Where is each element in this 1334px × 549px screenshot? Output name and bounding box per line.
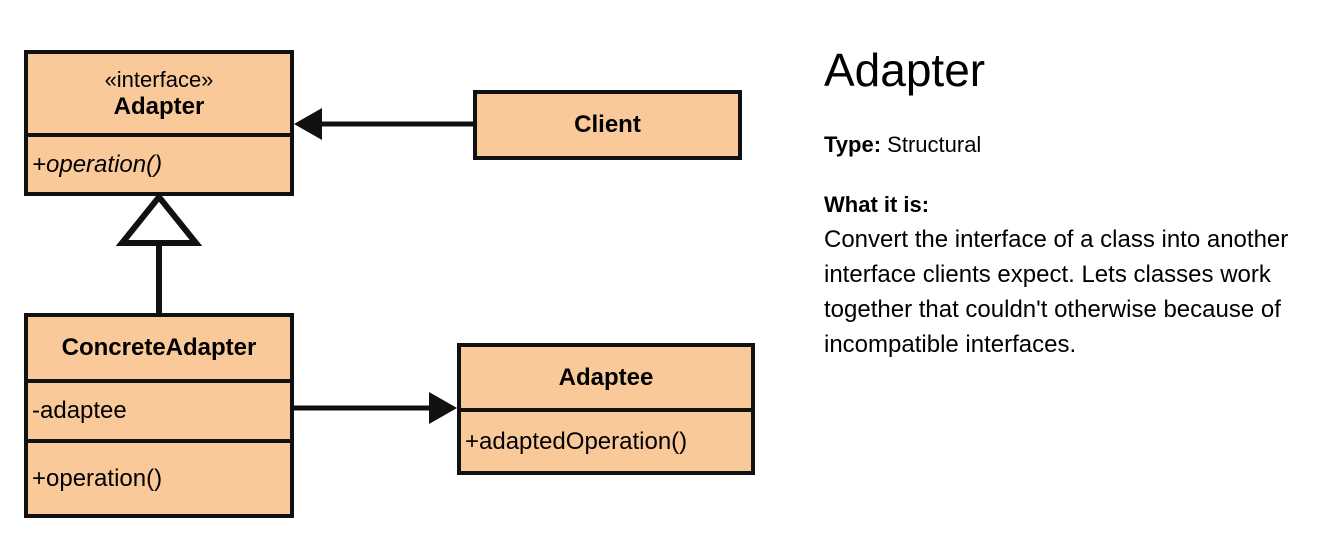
class-header-adapter: «interface» Adapter bbox=[28, 54, 290, 133]
class-header-adaptee: Adaptee bbox=[461, 347, 751, 408]
class-operations-concreteadapter: +operation() bbox=[28, 439, 290, 514]
class-operations-adapter: +operation() bbox=[28, 133, 290, 192]
page-title: Adapter bbox=[824, 44, 986, 96]
class-name: Adaptee bbox=[558, 363, 654, 391]
relation-client-to-adapter bbox=[294, 108, 473, 140]
what-it-is-label: What it is: bbox=[824, 192, 930, 217]
class-name: Adapter bbox=[113, 92, 205, 120]
relation-concreteadapter-to-adapter bbox=[115, 192, 203, 313]
class-name: Client bbox=[574, 111, 641, 138]
pattern-type-value: Structural bbox=[887, 132, 982, 157]
class-operation: +operation() bbox=[32, 464, 163, 492]
pattern-type-line: Type: Structural bbox=[824, 130, 1310, 160]
class-box-client[interactable]: Client bbox=[473, 90, 742, 160]
pattern-info-panel: Adapter Type: Structural What it is: Con… bbox=[824, 44, 1310, 362]
class-box-adaptee[interactable]: Adaptee +adaptedOperation() bbox=[457, 343, 755, 475]
class-header-concreteadapter: ConcreteAdapter bbox=[28, 317, 290, 379]
class-box-concreteadapter[interactable]: ConcreteAdapter -adaptee +operation() bbox=[24, 313, 294, 518]
class-stereotype: «interface» bbox=[104, 66, 214, 92]
class-name: ConcreteAdapter bbox=[61, 334, 257, 361]
what-it-is-body: Convert the interface of a class into an… bbox=[824, 226, 1289, 358]
class-box-adapter[interactable]: «interface» Adapter +operation() bbox=[24, 50, 294, 196]
class-header-client: Client bbox=[477, 94, 738, 156]
class-operations-adaptee: +adaptedOperation() bbox=[461, 408, 751, 471]
class-operation: +adaptedOperation() bbox=[465, 427, 688, 455]
class-attributes-concreteadapter: -adaptee bbox=[28, 379, 290, 439]
pattern-type-label: Type: bbox=[824, 132, 882, 157]
class-operation: +operation() bbox=[32, 150, 163, 178]
relation-concreteadapter-to-adaptee bbox=[294, 392, 457, 424]
class-attribute: -adaptee bbox=[32, 397, 127, 424]
